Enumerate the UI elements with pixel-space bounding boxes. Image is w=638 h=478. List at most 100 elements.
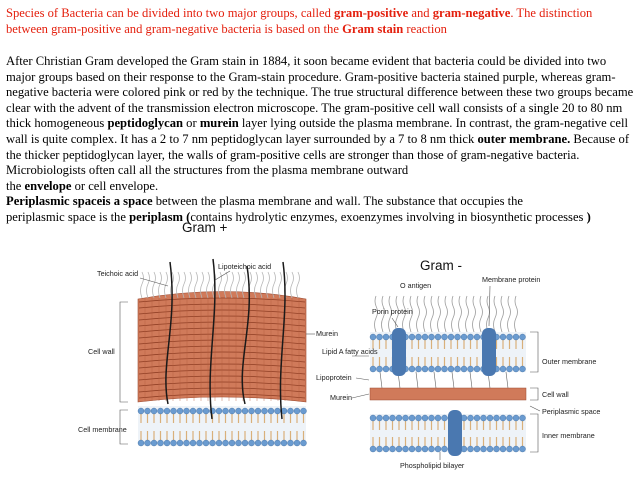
lipoprotein-link	[469, 371, 473, 389]
lipid-head	[473, 445, 481, 453]
lipid-head	[512, 365, 520, 373]
gram-negative-title: Gram -	[420, 258, 462, 273]
lipid-head	[493, 445, 500, 453]
lipid-head	[428, 414, 435, 422]
o-antigen-chain	[458, 295, 462, 333]
lipid-head	[473, 333, 481, 341]
lipid-head	[473, 365, 481, 373]
surface-fiber	[278, 271, 282, 299]
intro-text: reaction	[403, 21, 447, 36]
lipid-head	[261, 439, 268, 447]
lipid-head	[408, 365, 416, 373]
lipid-head	[428, 365, 435, 373]
lipid-head	[157, 439, 164, 447]
lipid-head	[421, 445, 429, 453]
lipid-head	[402, 445, 409, 453]
lipid-head	[215, 439, 223, 447]
lipid-head	[499, 445, 507, 453]
body-text: layer lying outside the plasma membrane.…	[6, 116, 628, 146]
term-outer-membrane: outer membrane.	[477, 131, 571, 146]
lipid-head	[486, 414, 494, 422]
surface-fiber	[140, 271, 144, 299]
lipid-head	[137, 439, 145, 447]
term-periplasmic-space: Periplasmic spaceis a space	[6, 194, 153, 209]
surface-fiber	[260, 271, 264, 299]
term-gram-positive: gram-positive	[334, 6, 409, 20]
lipid-head	[202, 407, 210, 415]
lipid-head	[209, 439, 216, 447]
gn-inner-membrane-protein	[448, 410, 462, 456]
body-text: or cell envelope.	[71, 178, 159, 193]
lipid-head	[519, 414, 526, 422]
lipid-head	[157, 407, 164, 415]
teichoic-acid-strand	[241, 265, 250, 405]
lipid-head	[389, 414, 396, 422]
label-cell-membrane: Cell membrane	[78, 425, 127, 434]
term-periplasm: periplasm (	[129, 209, 191, 224]
o-antigen-chain	[507, 295, 511, 333]
label-porin-protein: Porin protein	[372, 307, 413, 316]
lipid-head	[421, 414, 429, 422]
lipid-head	[267, 407, 275, 415]
lipid-head	[163, 407, 171, 415]
lipid-head	[300, 439, 307, 447]
lipid-head	[274, 439, 281, 447]
lipid-head	[196, 439, 203, 447]
surface-fiber	[242, 271, 246, 299]
body-text: periplasmic space is the	[6, 209, 130, 224]
gram-negative-envelope	[369, 295, 527, 456]
label-murein: Murein	[316, 329, 338, 338]
lipid-head	[369, 333, 377, 341]
lipid-head	[441, 333, 448, 341]
term-murein: murein	[199, 116, 239, 131]
lipid-head	[163, 439, 171, 447]
o-antigen-chain	[416, 295, 420, 333]
lipid-head	[441, 365, 448, 373]
lipid-head	[222, 439, 229, 447]
o-antigen-chain	[444, 295, 448, 333]
lipid-head	[512, 333, 520, 341]
surface-fiber	[158, 271, 162, 299]
gram-positive-labels: Teichoic acid Lipoteichoic acid Murein C…	[78, 262, 338, 445]
lipid-head	[144, 439, 151, 447]
o-antigen-chain	[423, 295, 427, 333]
lipoprotein-link	[451, 371, 455, 389]
gram-positive-title: Gram +	[182, 220, 228, 235]
label-periplasmic-space: Periplasmic space	[542, 407, 600, 416]
lipid-head	[434, 445, 442, 453]
lipid-head	[196, 407, 203, 415]
lipid-head	[261, 407, 268, 415]
lipid-head	[287, 439, 294, 447]
surface-fiber	[272, 271, 276, 299]
lipid-head	[241, 407, 249, 415]
label-lipoteichoic-acid: Lipoteichoic acid	[218, 262, 271, 271]
lipid-head	[519, 365, 526, 373]
lipid-head	[506, 445, 513, 453]
closing-paren: )	[586, 209, 591, 224]
lipid-head	[473, 414, 481, 422]
lipid-head	[254, 407, 262, 415]
body-text: Because of the thicker peptidoglycan lay…	[6, 131, 630, 178]
intro-text: Species of Bacteria can be divided into …	[6, 6, 335, 20]
lipid-head	[248, 439, 255, 447]
lipid-head	[376, 414, 383, 422]
lipid-head	[421, 333, 429, 341]
intro-paragraph: Species of Bacteria can be divided into …	[6, 6, 634, 37]
lipid-head	[144, 407, 151, 415]
lipid-head	[228, 439, 236, 447]
o-antigen-chain	[381, 295, 385, 333]
o-antigen-chain	[395, 295, 399, 333]
lipoteichoic-acid-strand	[279, 261, 286, 420]
lipid-head	[376, 365, 383, 373]
lipid-head	[408, 414, 416, 422]
label-outer-membrane: Outer membrane	[542, 357, 596, 366]
surface-fiber	[152, 271, 156, 299]
lipid-head	[176, 407, 184, 415]
lipid-head	[389, 445, 396, 453]
lipid-head	[402, 414, 409, 422]
gp-peptidoglycan-strands	[138, 271, 306, 401]
gn-peptidoglycan-layer	[369, 387, 527, 401]
lipid-head	[408, 333, 416, 341]
lipid-head	[150, 439, 158, 447]
o-antigen-chain	[402, 295, 406, 333]
